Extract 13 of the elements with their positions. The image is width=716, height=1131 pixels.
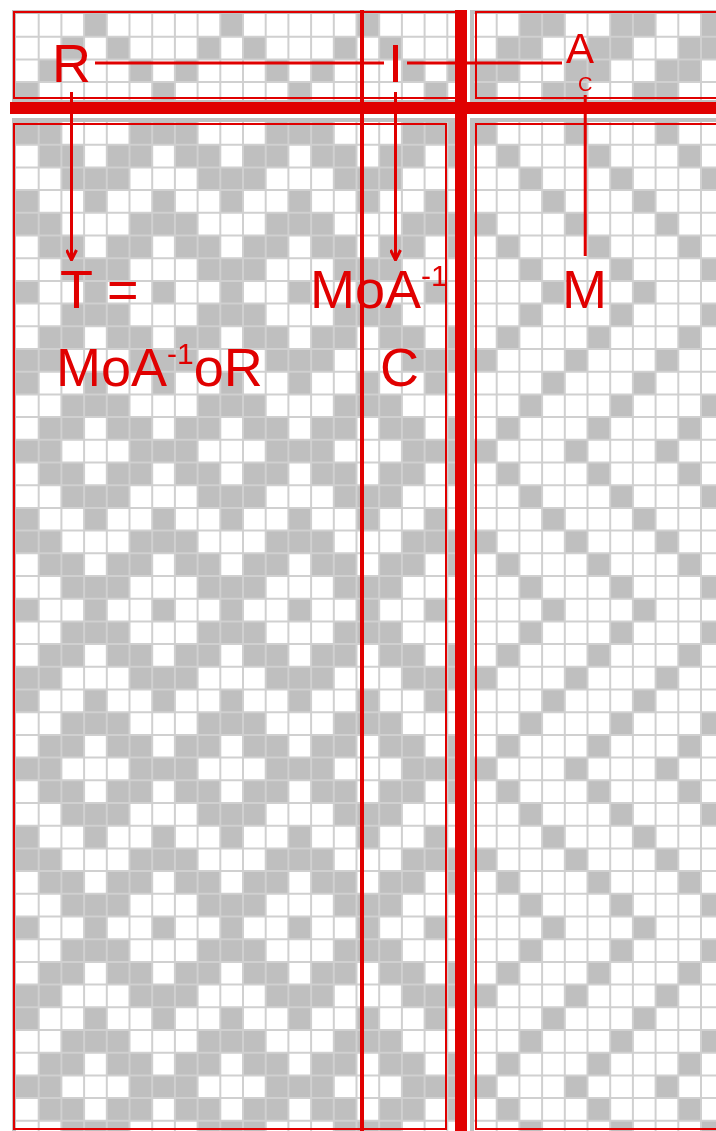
formula-label: C [578,74,593,94]
connector-line [407,61,562,65]
formula-label: M [562,262,607,316]
formula-label: R [52,36,91,90]
connector-line [583,95,587,256]
formula-label: T = [60,262,139,316]
formula-label: I [388,36,403,90]
arrow [65,92,78,262]
formula-label: A [566,28,594,70]
formula-label: C [380,340,419,394]
formula-label: MoA$^{-1}$oR [56,340,263,394]
connector-line [95,61,384,65]
arrow [389,92,402,262]
